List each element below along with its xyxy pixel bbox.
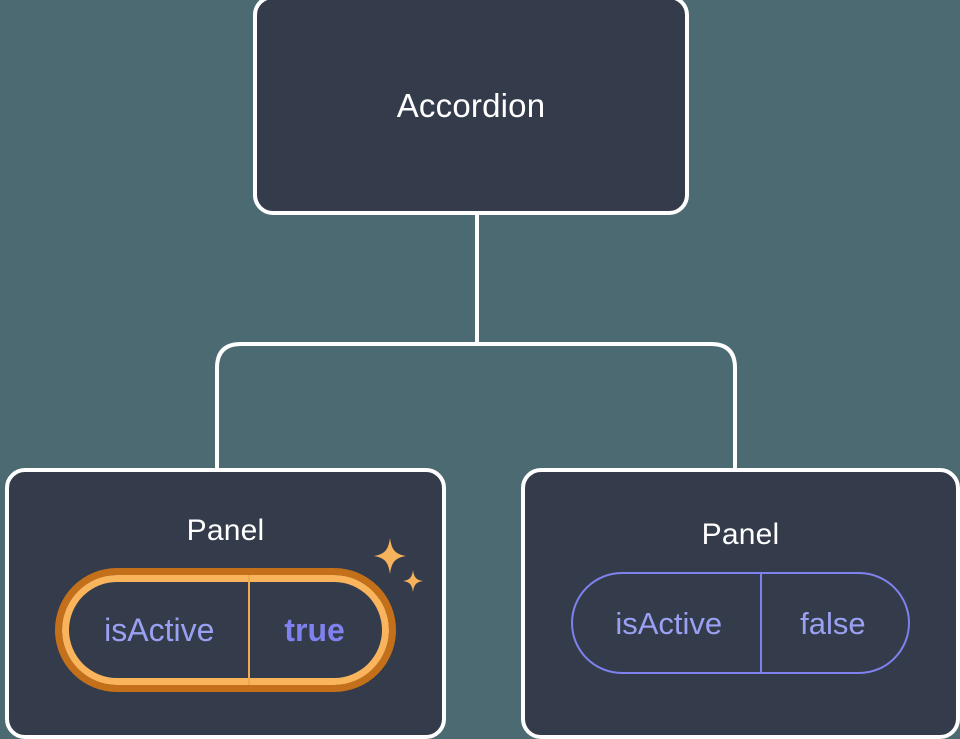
node-accordion-title: Accordion bbox=[396, 86, 546, 124]
node-panel-inactive[interactable]: Panel isActive false bbox=[521, 468, 960, 739]
node-panel-active[interactable]: Panel isActive true bbox=[5, 468, 446, 739]
prop-pill-value: true bbox=[284, 612, 345, 648]
sparkle-large-icon bbox=[373, 538, 406, 574]
prop-pill-key: isActive bbox=[615, 605, 723, 641]
prop-pill-is-active[interactable]: isActive false bbox=[571, 572, 910, 674]
prop-pill-inactive-wrap: isActive false bbox=[571, 572, 910, 674]
prop-pill-is-active[interactable]: isActive true bbox=[55, 568, 396, 692]
edge-branch-right bbox=[477, 342, 737, 470]
prop-pill-divider bbox=[248, 575, 251, 685]
node-accordion[interactable]: Accordion bbox=[253, 0, 689, 215]
edge-branch-left bbox=[215, 342, 477, 470]
prop-pill-value: false bbox=[800, 605, 866, 641]
prop-pill-divider bbox=[760, 574, 763, 672]
prop-pill-key: isActive bbox=[104, 612, 215, 648]
node-panel-active-title: Panel bbox=[186, 514, 265, 547]
node-panel-inactive-title: Panel bbox=[701, 518, 780, 551]
sparkle-small-icon bbox=[402, 570, 423, 592]
prop-pill-active-wrap: isActive true bbox=[55, 538, 423, 692]
